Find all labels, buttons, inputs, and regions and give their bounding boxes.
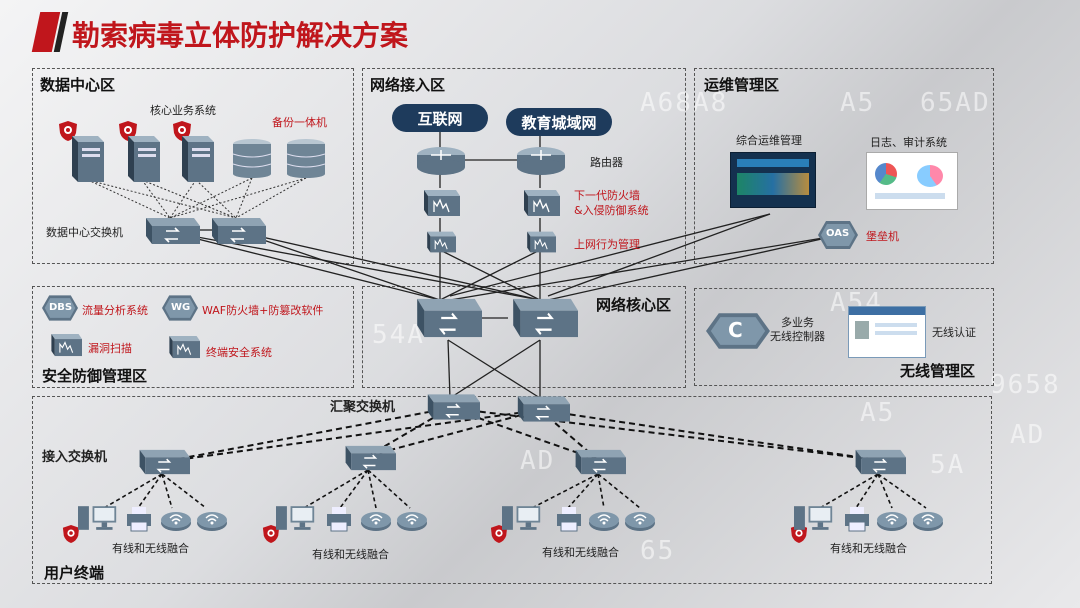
behavior-mgmt-icon xyxy=(420,230,460,254)
server-icon xyxy=(124,132,160,182)
access-point-icon xyxy=(912,506,944,532)
ops-dashboard-screenshot xyxy=(730,152,816,208)
pc-icon xyxy=(502,504,542,532)
core-switch-icon xyxy=(410,296,482,340)
vuln-scan-icon xyxy=(48,332,82,358)
fusion-label: 有线和无线融合 xyxy=(830,542,907,555)
access-switch-icon xyxy=(570,448,626,476)
page-title: 勒索病毒立体防护解决方案 xyxy=(72,19,409,52)
flow-analysis-label: 流量分析系统 xyxy=(82,304,148,317)
access-point-icon xyxy=(360,506,392,532)
background-code: AD xyxy=(1010,420,1046,450)
firewall-icon xyxy=(520,188,560,218)
wireless-auth-label: 无线认证 xyxy=(932,326,976,339)
access-point-icon xyxy=(160,506,192,532)
access-point-icon xyxy=(624,506,656,532)
zone-label-datacenter: 数据中心区 xyxy=(40,76,116,94)
pc-icon xyxy=(78,504,118,532)
printer-icon xyxy=(126,506,152,532)
vuln-scan-label: 漏洞扫描 xyxy=(88,342,132,355)
switch-icon xyxy=(140,216,200,246)
background-code: 9658 xyxy=(990,370,1061,400)
access-switch-icon xyxy=(850,448,906,476)
printer-icon xyxy=(326,506,352,532)
wg-icon-text: WG xyxy=(171,302,191,313)
background-code: 5A xyxy=(930,450,966,480)
access-point-icon xyxy=(588,506,620,532)
wireless-auth-screenshot xyxy=(848,306,926,358)
background-code: AD xyxy=(520,446,556,476)
behavior-mgmt-icon xyxy=(520,230,560,254)
zone-access-network xyxy=(362,68,686,264)
metro-network-cloud: 教育城域网 xyxy=(506,108,612,136)
zone-wireless xyxy=(694,288,994,386)
aggregation-switch-icon xyxy=(422,392,480,422)
access-point-icon xyxy=(876,506,908,532)
behavior-mgmt-label: 上网行为管理 xyxy=(574,238,640,251)
integrated-ops-label: 综合运维管理 xyxy=(736,134,802,147)
pc-icon xyxy=(794,504,834,532)
zone-ops xyxy=(694,68,994,264)
backup-label: 备份一体机 xyxy=(272,116,327,129)
router-label: 路由器 xyxy=(590,156,623,169)
fusion-label: 有线和无线融合 xyxy=(112,542,189,555)
bastion-label: 堡垒机 xyxy=(866,230,899,243)
wireless-controller-label: 多业务 无线控制器 xyxy=(770,316,825,343)
access-switch-label: 接入交换机 xyxy=(42,450,108,465)
server-icon xyxy=(68,132,104,182)
switch-icon xyxy=(206,216,266,246)
router-icon xyxy=(516,146,566,176)
dc-switch-label: 数据中心交换机 xyxy=(46,226,123,239)
oas-icon-text: OAS xyxy=(826,228,850,239)
firewall-icon xyxy=(420,188,460,218)
firewall-label: 下一代防火墙 &入侵防御系统 xyxy=(574,189,649,217)
waf-label: WAF防火墙+防篡改软件 xyxy=(202,304,324,317)
zone-security xyxy=(32,286,354,388)
log-audit-label: 日志、审计系统 xyxy=(870,136,947,149)
router-icon xyxy=(416,146,466,176)
zone-label-access: 网络接入区 xyxy=(370,76,446,94)
storage-icon xyxy=(286,138,326,178)
endpoint-security-icon xyxy=(166,334,200,360)
zone-label-ops: 运维管理区 xyxy=(704,76,780,94)
zone-label-core: 网络核心区 xyxy=(596,296,672,314)
access-switch-icon xyxy=(134,448,190,476)
background-code: A5 xyxy=(860,398,896,428)
printer-icon xyxy=(556,506,582,532)
controller-glyph: C xyxy=(728,318,743,342)
dbs-icon-text: DBS xyxy=(49,302,73,313)
fusion-label: 有线和无线融合 xyxy=(312,548,389,561)
core-switch-icon xyxy=(506,296,578,340)
log-audit-screenshot xyxy=(866,152,958,210)
background-code: 54A xyxy=(372,320,425,350)
fusion-label: 有线和无线融合 xyxy=(542,546,619,559)
zone-label-user: 用户终端 xyxy=(44,564,105,582)
background-code: A5 xyxy=(840,88,876,118)
core-system-label: 核心业务系统 xyxy=(150,104,216,117)
pc-icon xyxy=(276,504,316,532)
endpoint-security-label: 终端安全系统 xyxy=(206,346,272,359)
storage-icon xyxy=(232,138,272,178)
internet-cloud: 互联网 xyxy=(392,104,488,132)
background-code: 65 xyxy=(640,536,676,566)
zone-label-wireless: 无线管理区 xyxy=(900,362,976,380)
access-point-icon xyxy=(396,506,428,532)
zone-datacenter xyxy=(32,68,354,264)
aggregation-switch-icon xyxy=(512,394,570,424)
zone-label-security: 安全防御管理区 xyxy=(42,367,148,385)
background-code: A68A8 xyxy=(640,88,729,118)
background-code: 65AD xyxy=(920,88,991,118)
server-icon xyxy=(178,132,214,182)
printer-icon xyxy=(844,506,870,532)
access-switch-icon xyxy=(340,444,396,472)
zone-user xyxy=(32,396,992,584)
aggregation-switch-label: 汇聚交换机 xyxy=(330,400,396,415)
access-point-icon xyxy=(196,506,228,532)
